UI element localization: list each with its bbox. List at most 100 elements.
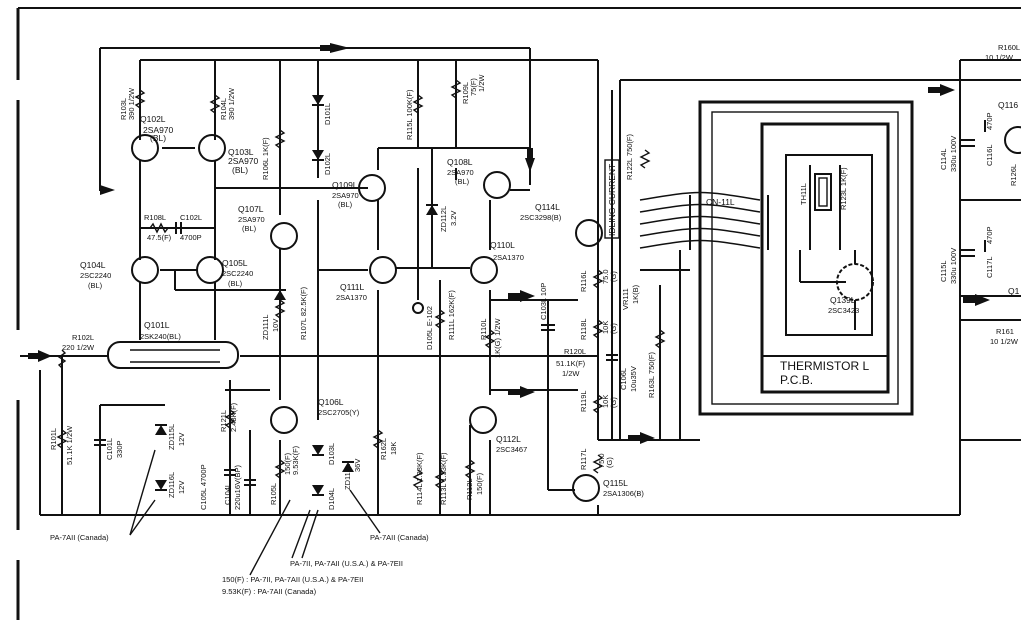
cn-11l-connector xyxy=(639,191,769,250)
svg-text:10V: 10V xyxy=(271,319,280,332)
q102l-label: Q102L xyxy=(140,114,166,124)
svg-text:R104L: R104L xyxy=(219,98,228,120)
thermistor-pcb-title: THERMISTOR L xyxy=(780,359,869,373)
svg-text:150(F): 150(F) xyxy=(283,452,292,475)
svg-text:R121L: R121L xyxy=(219,410,228,432)
svg-text:(BL): (BL) xyxy=(338,200,353,209)
q112l-label: Q112L xyxy=(496,434,521,444)
svg-text:1/2W: 1/2W xyxy=(477,74,486,92)
svg-text:10K: 10K xyxy=(601,321,610,334)
thermistor-pcb xyxy=(639,100,914,416)
svg-text:470P: 470P xyxy=(985,112,994,130)
q105l-symbol xyxy=(196,256,224,284)
transistor-symbols xyxy=(131,126,1021,502)
svg-text:R102L: R102L xyxy=(72,333,94,342)
q111l-symbol xyxy=(369,256,397,284)
svg-text:2SC3298(B): 2SC3298(B) xyxy=(520,213,562,222)
svg-text:C102L: C102L xyxy=(180,213,202,222)
q114l-label: Q114L xyxy=(535,202,560,212)
svg-text:D105L E-102: D105L E-102 xyxy=(425,306,434,350)
svg-text:D103L: D103L xyxy=(327,443,336,465)
svg-text:TH11L: TH11L xyxy=(799,183,808,205)
wiring xyxy=(20,47,1021,516)
signal-arrows xyxy=(28,43,990,444)
svg-text:1K(G) 1/2W: 1K(G) 1/2W xyxy=(493,317,502,358)
svg-text:C101L: C101L xyxy=(105,438,114,460)
svg-text:C115L: C115L xyxy=(939,260,948,282)
svg-text:(BL): (BL) xyxy=(88,281,103,290)
svg-text:R110L: R110L xyxy=(479,318,488,340)
q103l-label: Q103L xyxy=(228,147,254,157)
svg-text:2SA1370: 2SA1370 xyxy=(493,253,524,262)
svg-text:R118L: R118L xyxy=(579,318,588,340)
svg-text:2SC3423: 2SC3423 xyxy=(828,306,859,315)
svg-text:2.43K(F): 2.43K(F) xyxy=(229,402,238,432)
svg-text:10u35V: 10u35V xyxy=(629,366,638,392)
q106l-symbol xyxy=(270,406,298,434)
resistor-symbols xyxy=(56,79,666,489)
svg-text:R103L: R103L xyxy=(119,98,128,120)
svg-text:(BL): (BL) xyxy=(455,177,470,186)
svg-text:390 1/2W: 390 1/2W xyxy=(127,87,136,120)
svg-text:ZD111L: ZD111L xyxy=(261,314,270,340)
q109l-symbol xyxy=(358,174,386,202)
svg-text:47.5(F): 47.5(F) xyxy=(147,233,172,242)
svg-text:1K(B): 1K(B) xyxy=(631,284,640,304)
svg-text:R114L 1.33K(F): R114L 1.33K(F) xyxy=(415,452,424,505)
svg-text:R117L: R117L xyxy=(579,448,588,470)
svg-text:9.53K(F): 9.53K(F) xyxy=(291,445,300,475)
svg-text:330P: 330P xyxy=(115,440,124,458)
q114l-symbol xyxy=(575,219,603,247)
th11l-thermistor xyxy=(814,173,832,211)
svg-text:R116L: R116L xyxy=(579,270,588,292)
svg-text:18K: 18K xyxy=(389,442,398,455)
q103l-symbol xyxy=(198,134,226,162)
svg-text:R161: R161 xyxy=(996,327,1014,336)
q111l-label: Q111L xyxy=(340,282,365,292)
svg-text:2SC2240: 2SC2240 xyxy=(222,269,253,278)
svg-text:(BL): (BL) xyxy=(150,133,166,143)
q117-label: Q1 xyxy=(1008,286,1020,296)
diode-symbols xyxy=(155,95,438,496)
svg-text:C104L: C104L xyxy=(223,483,232,505)
svg-text:390 1/2W: 390 1/2W xyxy=(227,87,236,120)
svg-text:3.2V: 3.2V xyxy=(449,211,458,226)
svg-text:470P: 470P xyxy=(985,226,994,244)
note-line-2: 9.53K(F) : PA-7AII (Canada) xyxy=(222,587,317,596)
note-leaders xyxy=(129,449,381,576)
q115l-symbol xyxy=(572,474,600,502)
svg-text:75.0: 75.0 xyxy=(601,269,610,284)
svg-text:R109L: R109L xyxy=(461,82,470,104)
q116-label: Q116 xyxy=(998,100,1018,110)
svg-text:220 1/2W: 220 1/2W xyxy=(62,343,95,352)
svg-text:R120L: R120L xyxy=(564,347,586,356)
svg-text:R115L 100K(F): R115L 100K(F) xyxy=(405,89,414,140)
svg-text:D101L: D101L xyxy=(323,103,332,125)
svg-text:10 1/2W: 10 1/2W xyxy=(990,337,1019,346)
labels: Q102L 2SA970 (BL) Q103L 2SA970 (BL) R103… xyxy=(49,43,1020,596)
svg-text:(G): (G) xyxy=(609,397,618,408)
svg-text:75(F): 75(F) xyxy=(469,78,478,96)
svg-text:51.1K 1/2W: 51.1K 1/2W xyxy=(65,425,74,465)
note-line-1: 150(F) : PA-7II, PA-7AII (U.S.A.) & PA-7… xyxy=(222,575,363,584)
q110l-symbol xyxy=(470,256,498,284)
svg-text:VR111: VR111 xyxy=(621,288,630,310)
q116-symbol xyxy=(1004,126,1021,154)
svg-text:10K: 10K xyxy=(601,395,610,408)
svg-text:R162L: R162L xyxy=(379,438,388,460)
q112l-symbol xyxy=(469,406,497,434)
svg-text:2SA1370: 2SA1370 xyxy=(336,293,367,302)
svg-text:2SA1306(B): 2SA1306(B) xyxy=(603,489,644,498)
note-models: PA-7II, PA-7AII (U.S.A.) & PA-7EII xyxy=(290,559,403,568)
svg-text:R160L: R160L xyxy=(998,43,1020,52)
idling-current-box xyxy=(604,159,620,239)
svg-text:R123L 1K(F): R123L 1K(F) xyxy=(839,167,848,210)
svg-text:2SA970: 2SA970 xyxy=(228,156,259,166)
svg-text:D102L: D102L xyxy=(323,153,332,175)
svg-text:330u 100V: 330u 100V xyxy=(949,248,958,284)
q101l-label: Q101L xyxy=(144,320,170,330)
svg-text:2SC3467: 2SC3467 xyxy=(496,445,527,454)
svg-text:ZD115L: ZD115L xyxy=(167,424,176,450)
